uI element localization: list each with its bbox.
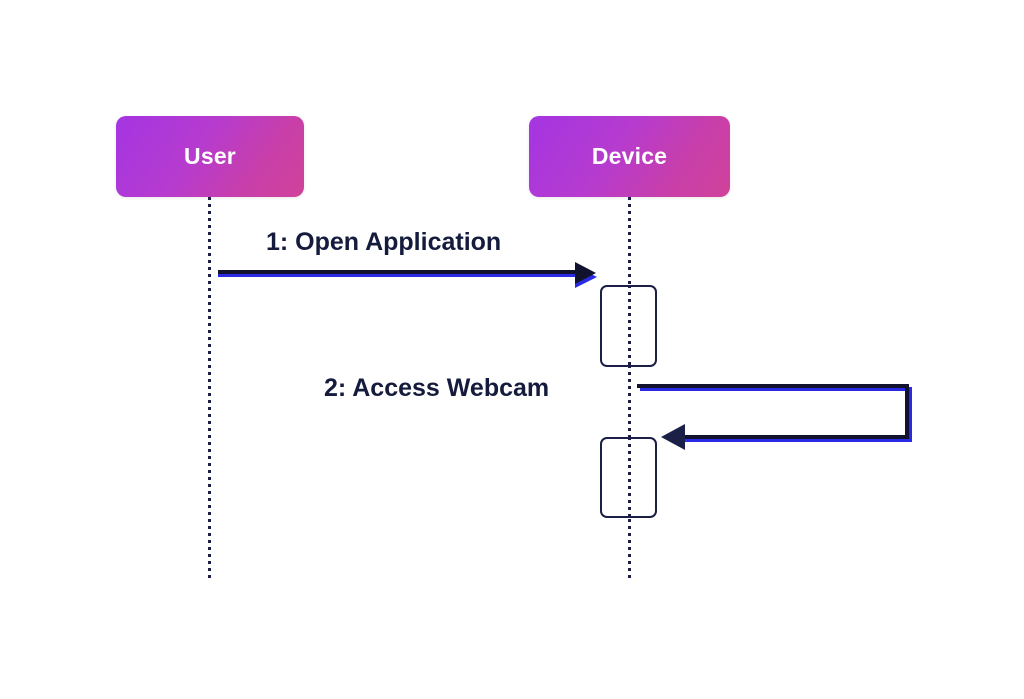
message-arrow-2[interactable] <box>637 384 912 450</box>
participant-box-user[interactable]: User <box>116 116 304 197</box>
participant-label-user: User <box>184 143 236 169</box>
lifeline-device <box>628 197 631 578</box>
participant-label-device: Device <box>591 143 668 169</box>
message-arrow-2-line <box>637 384 909 439</box>
participant-box-device[interactable]: Device <box>529 116 730 197</box>
message-label-1: 1: Open Application <box>266 228 502 256</box>
lifeline-device-segment-activation-1 <box>628 285 631 367</box>
message-arrow-2-head <box>661 424 685 450</box>
message-arrow-2-accent <box>640 387 912 442</box>
message-arrow-1-head <box>575 262 596 284</box>
message-arrow-1-head-accent <box>575 266 597 288</box>
message-arrow-1[interactable] <box>218 262 597 288</box>
lifeline-user <box>208 197 211 578</box>
message-label-2: 2: Access Webcam <box>324 374 550 402</box>
lifeline-device-segment-activation-2 <box>628 437 631 518</box>
